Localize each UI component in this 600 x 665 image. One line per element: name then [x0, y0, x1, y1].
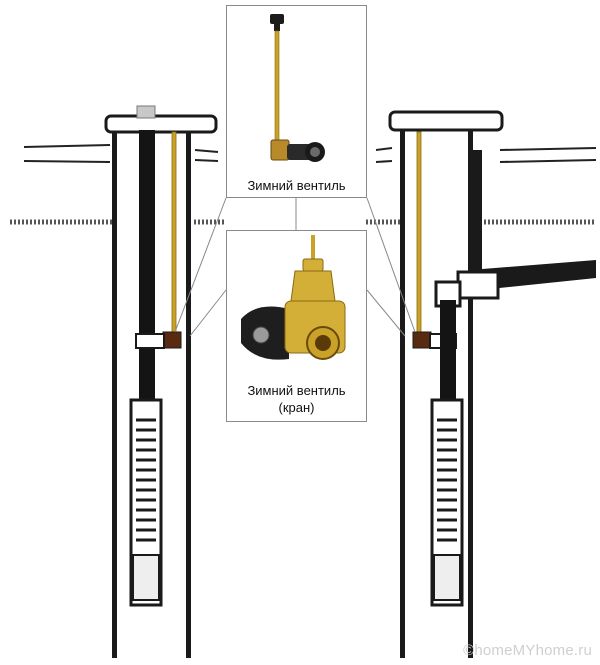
right-well-head	[388, 110, 504, 132]
left-valve-rod	[171, 131, 177, 333]
winter-valve-tap-label: Зимний вентиль	[247, 383, 346, 398]
left-pipe-joint	[135, 333, 165, 349]
watermark: ©homeMYhome.ru	[463, 642, 592, 659]
right-casing-wall-right	[468, 130, 473, 658]
winter-valve-callout-bottom: Зимний вентиль (кран)	[226, 230, 367, 422]
right-winter-valve	[412, 331, 432, 349]
winter-valve-tap-photo	[241, 235, 346, 360]
left-winter-valve	[162, 331, 182, 349]
right-outlet-pipe	[470, 260, 596, 290]
right-casing-wall-left	[400, 130, 405, 658]
winter-valve-photo	[270, 14, 325, 162]
callout-lines	[174, 197, 416, 337]
left-casing-wall-right	[186, 130, 191, 658]
valve-handle-icon	[270, 14, 284, 24]
ground-surface-lines	[23, 144, 597, 163]
left-riser-pipe	[139, 130, 155, 400]
left-well	[104, 105, 218, 658]
winter-valve-tap-sublabel: (кран)	[278, 400, 315, 415]
left-cable-gland	[136, 105, 156, 119]
left-well-head	[104, 114, 218, 134]
winter-valve-label: Зимний вентиль	[247, 178, 346, 193]
winter-valve-callout-top: Зимний вентиль	[226, 5, 367, 198]
right-well	[388, 110, 596, 658]
right-pitless-adapter	[456, 270, 500, 300]
right-riser-pipe	[440, 300, 456, 400]
left-casing-wall-left	[112, 130, 117, 658]
right-valve-rod	[416, 131, 422, 333]
